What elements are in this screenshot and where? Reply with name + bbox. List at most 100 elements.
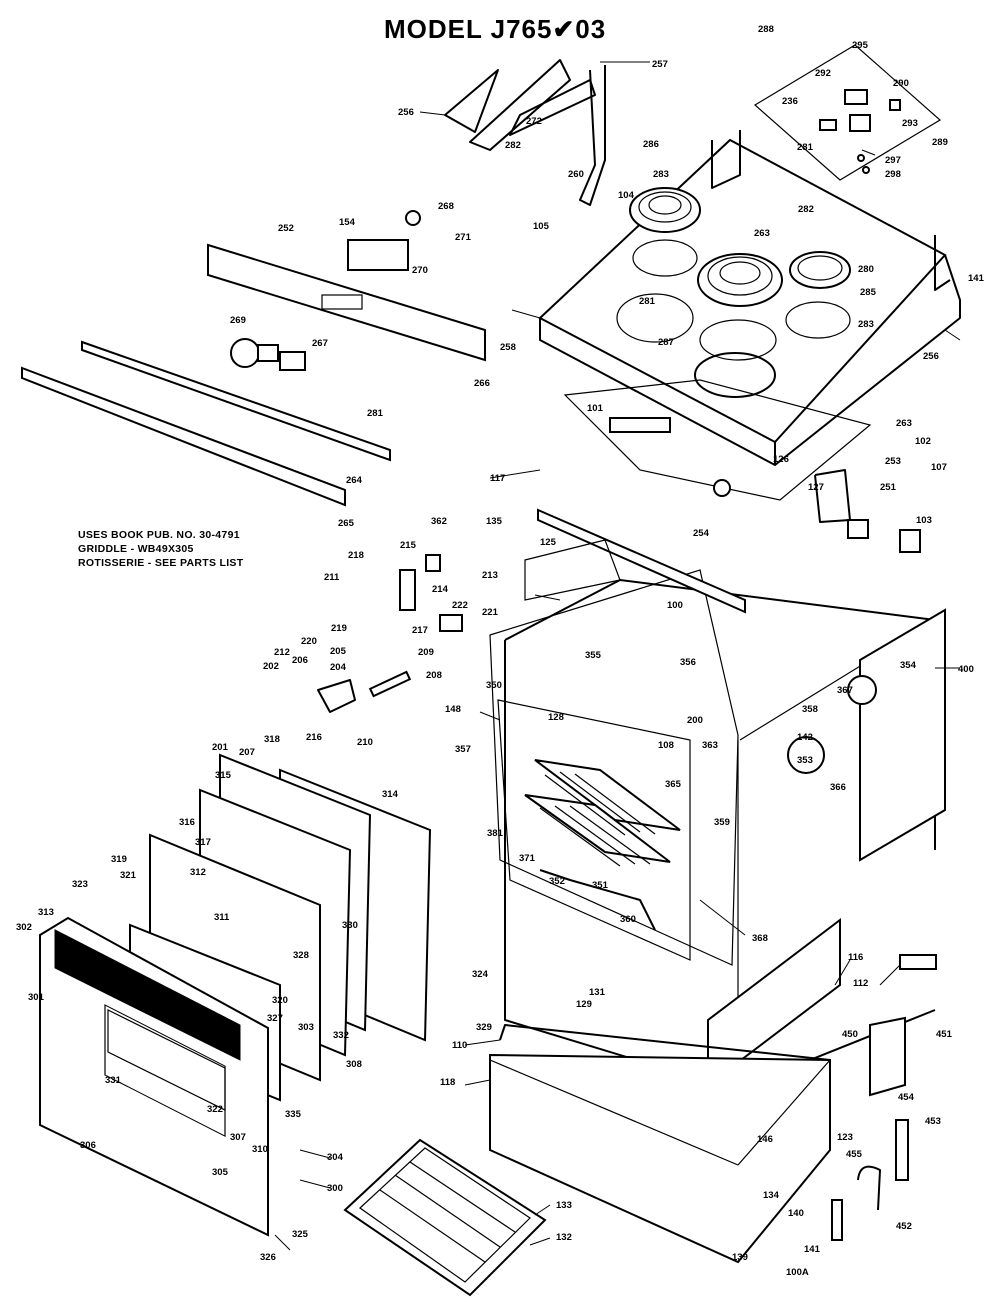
callout-number: 141 [968, 273, 985, 284]
callout-number: 300 [327, 1183, 343, 1194]
callout-number: 118 [440, 1077, 455, 1088]
callout-number: 201 [212, 742, 229, 753]
callout-number: 306 [80, 1140, 96, 1151]
callout-number: 110 [452, 1040, 467, 1051]
callout-number: 330 [342, 920, 358, 931]
callout-number: 267 [312, 338, 328, 349]
callout-number: 218 [348, 550, 364, 561]
callout-number: 270 [412, 265, 428, 276]
callout-number: 221 [482, 607, 499, 618]
callout-number: 210 [357, 737, 373, 748]
callout-number: 450 [842, 1029, 858, 1040]
callout-number: 134 [763, 1190, 780, 1201]
callout-number: 204 [330, 662, 347, 673]
callout-number: 360 [620, 914, 636, 925]
callout-number: 452 [896, 1221, 912, 1232]
callout-number: 329 [476, 1022, 492, 1033]
callout-number: 100 [667, 600, 683, 611]
callout-number: 219 [331, 623, 347, 634]
callout-number: 256 [398, 107, 414, 118]
callout-number: 135 [486, 516, 503, 527]
callout-number: 220 [301, 636, 317, 647]
callout-number: 332 [333, 1030, 349, 1041]
callout-number: 127 [808, 482, 824, 493]
callout-number: 281 [797, 142, 814, 153]
callout-number: 254 [693, 528, 710, 539]
callout-number: 328 [293, 950, 309, 961]
callout-number: 282 [798, 204, 814, 215]
callout-number: 214 [432, 584, 449, 595]
callout-number: 322 [207, 1104, 223, 1115]
callout-number: 366 [830, 782, 846, 793]
callout-number: 215 [400, 540, 417, 551]
callout-number: 312 [190, 867, 206, 878]
callout-number: 302 [16, 922, 32, 933]
callout-number: 454 [898, 1092, 915, 1103]
callout-number: 453 [925, 1116, 941, 1127]
callout-number: 455 [846, 1149, 863, 1160]
callout-number: 268 [438, 201, 454, 212]
callout-number: 271 [455, 232, 472, 243]
callout-number: 101 [587, 403, 604, 414]
callout-number: 297 [885, 155, 901, 166]
callout-number: 315 [215, 770, 232, 781]
callout-number: 316 [179, 817, 195, 828]
callout-number: 321 [120, 870, 137, 881]
callout-number: 283 [653, 169, 669, 180]
callout-number: 281 [367, 408, 384, 419]
callout-labels: 2882952922902362932892812972982572562722… [0, 0, 985, 1278]
callout-number: 264 [346, 475, 363, 486]
callout-number: 356 [680, 657, 696, 668]
callout-number: 327 [267, 1013, 283, 1024]
callout-number: 140 [788, 1208, 804, 1219]
callout-number: 287 [658, 337, 674, 348]
callout-number: 335 [285, 1109, 302, 1120]
callout-number: 265 [338, 518, 355, 529]
callout-number: 236 [782, 96, 798, 107]
notes-block: USES BOOK PUB. NO. 30-4791 GRIDDLE - WB4… [78, 528, 243, 570]
callout-number: 142 [797, 732, 813, 743]
callout-number: 362 [431, 516, 447, 527]
callout-number: 253 [885, 456, 901, 467]
callout-number: 200 [687, 715, 703, 726]
callout-number: 451 [936, 1029, 953, 1040]
note-griddle: GRIDDLE - WB49X305 [78, 543, 194, 555]
callout-number: 307 [230, 1132, 246, 1143]
callout-number: 310 [252, 1144, 268, 1155]
callout-number: 368 [752, 933, 768, 944]
callout-number: 305 [212, 1167, 229, 1178]
callout-number: 371 [519, 853, 536, 864]
callout-number: 295 [852, 40, 869, 51]
right-hardware [831, 519, 937, 1241]
callout-number: 320 [272, 995, 288, 1006]
callout-number: 208 [426, 670, 442, 681]
callout-number: 263 [896, 418, 912, 429]
callout-number: 292 [815, 68, 831, 79]
callout-number: 126 [773, 454, 789, 465]
callout-number: 281 [639, 296, 656, 307]
callout-number: 325 [292, 1229, 309, 1240]
callout-number: 288 [758, 24, 774, 35]
note-book: USES BOOK PUB. NO. 30-4791 [78, 529, 240, 541]
callout-number: 112 [853, 978, 868, 989]
callout-number: 285 [860, 287, 877, 298]
callout-number: 400 [958, 664, 974, 675]
callout-number: 260 [568, 169, 584, 180]
control-panel [207, 210, 486, 371]
broiler-pan [343, 1138, 547, 1297]
callout-number: 263 [754, 228, 770, 239]
oven-controls-hardware [317, 554, 463, 713]
callout-number: 258 [500, 342, 516, 353]
oven-top-shield [563, 379, 872, 523]
callout-number: 272 [526, 116, 542, 127]
callout-number: 133 [556, 1200, 572, 1211]
leader-lines [274, 61, 961, 1251]
oven-door-assembly [39, 753, 432, 1237]
callout-number: 148 [445, 704, 461, 715]
callout-number: 298 [885, 169, 901, 180]
callout-number: 205 [330, 646, 347, 657]
callout-number: 289 [932, 137, 948, 148]
callout-number: 102 [915, 436, 931, 447]
callout-number: 283 [858, 319, 874, 330]
callout-number: 323 [72, 879, 88, 890]
